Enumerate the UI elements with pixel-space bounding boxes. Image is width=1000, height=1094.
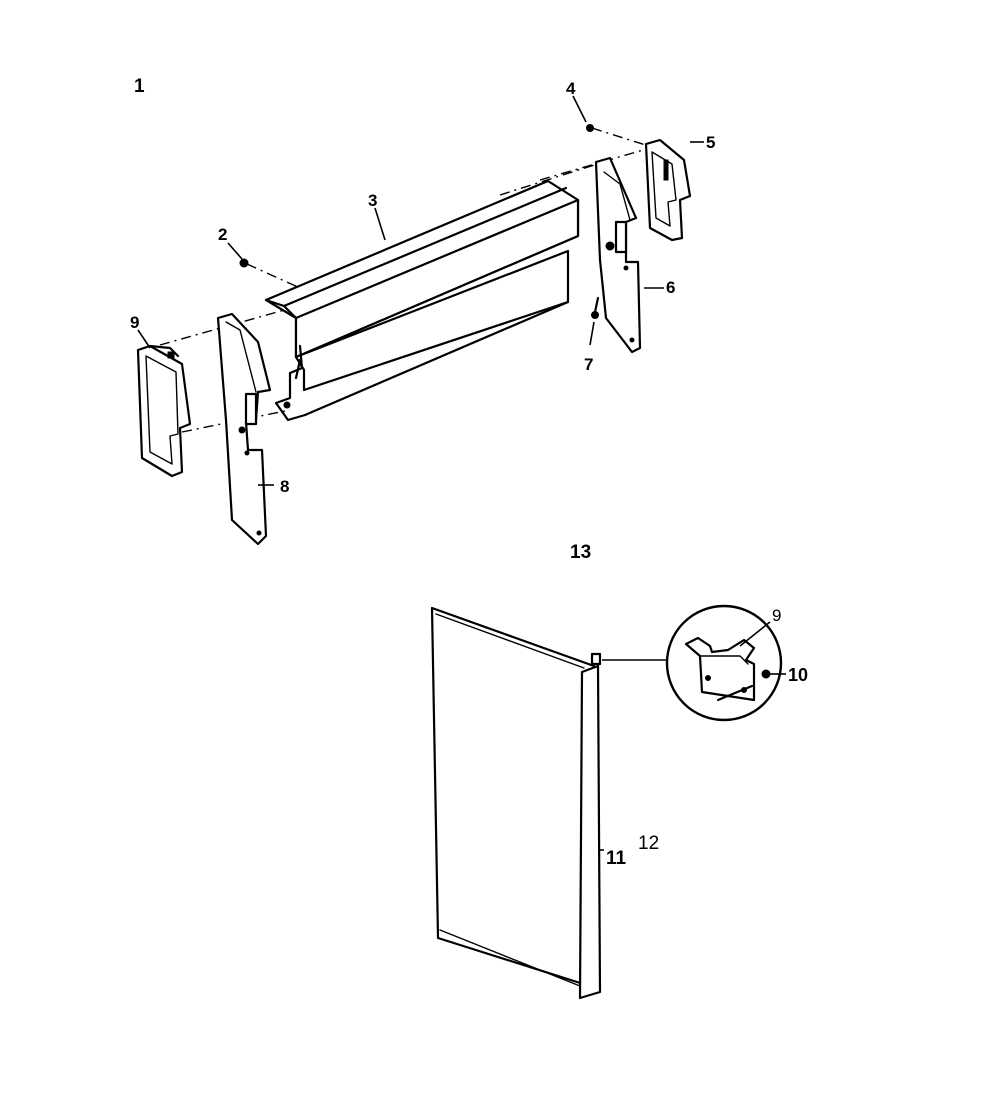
- leader-lines-upper: [137, 95, 704, 486]
- label-10: 10: [788, 665, 808, 685]
- part-9-left-end-cap: [136, 344, 192, 478]
- label-8: 8: [280, 477, 289, 496]
- part-4-screw: [586, 124, 594, 132]
- part-7-screw: [591, 296, 600, 319]
- part-6-right-bracket: [594, 156, 642, 354]
- label-2: 2: [218, 225, 227, 244]
- label-12: 12: [638, 833, 659, 854]
- label-3: 3: [368, 191, 377, 210]
- label-13: 13: [570, 542, 591, 563]
- part-2-screw: [239, 258, 249, 268]
- label-5: 5: [706, 133, 715, 152]
- label-6: 6: [666, 278, 675, 297]
- label-11: 11: [606, 848, 627, 869]
- label-9-upper: 9: [130, 313, 139, 332]
- label-7: 7: [584, 355, 593, 374]
- part-11-panel: [430, 606, 602, 1000]
- label-9-detail: 9: [772, 606, 781, 625]
- detail-circle: [602, 604, 786, 722]
- part-8-left-bracket: [216, 312, 272, 546]
- label-4: 4: [566, 79, 576, 98]
- part-3-trim-channel: [264, 179, 580, 422]
- part-5-right-end-cap: [644, 138, 692, 242]
- label-1: 1: [134, 76, 145, 97]
